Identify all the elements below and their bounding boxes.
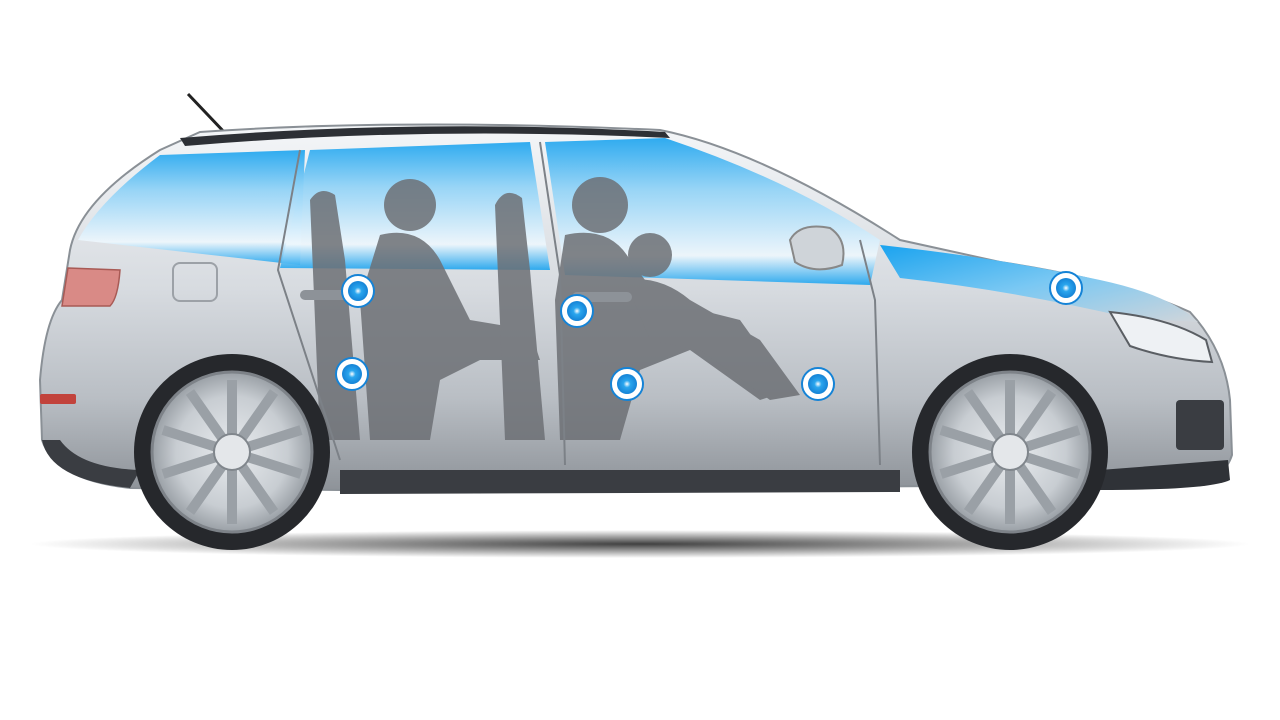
- hood-glow: [880, 245, 1198, 322]
- hotspot-front-door-lower[interactable]: [801, 367, 835, 401]
- hotspot-center-floor[interactable]: [610, 367, 644, 401]
- tail-light: [61, 267, 121, 307]
- fuel-cap: [172, 262, 218, 302]
- door-details: [276, 141, 881, 466]
- rear-reflector: [40, 394, 76, 404]
- hotspot-hood[interactable]: [1049, 271, 1083, 305]
- headlight: [1108, 310, 1214, 364]
- rear-wheel: [134, 354, 330, 550]
- antenna: [186, 92, 228, 136]
- side-mirror: [788, 225, 845, 271]
- fog-light: [1176, 400, 1224, 450]
- passenger-silhouettes: [310, 177, 800, 440]
- hotspot-front-door-handle[interactable]: [560, 294, 594, 328]
- front-wheel: [912, 354, 1108, 550]
- ground-shadow: [30, 530, 1250, 558]
- hotspot-rear-door-lower[interactable]: [335, 357, 369, 391]
- hotspot-rear-door-handle[interactable]: [341, 274, 375, 308]
